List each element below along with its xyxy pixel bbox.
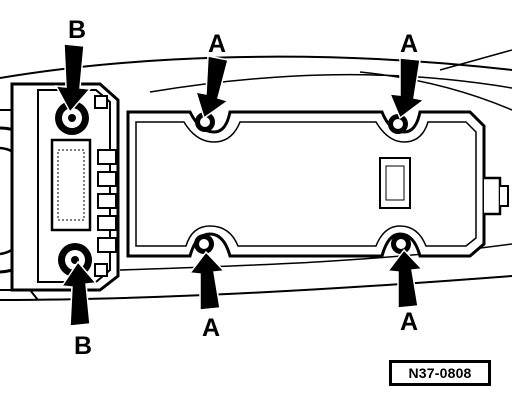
bolt-a-bottom-left: [194, 234, 214, 254]
vehicle-body-contours: [0, 49, 512, 301]
arrow-a-bottom-left: [188, 250, 226, 311]
label-a-top-right: A: [400, 30, 418, 58]
arrow-b-top: [54, 43, 92, 114]
label-b-bottom: B: [74, 332, 92, 360]
reference-number: N37-0808: [389, 360, 491, 386]
arrow-a-top-right: [388, 57, 426, 120]
label-a-bottom-left: A: [202, 314, 220, 342]
label-b-top: B: [68, 16, 86, 44]
arrow-a-bottom-right: [386, 248, 424, 309]
arrow-a-top-left: [194, 55, 230, 120]
label-a-top-left: A: [208, 30, 226, 58]
label-a-bottom-right: A: [400, 308, 418, 336]
control-unit-housing: [126, 110, 509, 258]
bolt-b-top: [55, 101, 89, 135]
bolt-a-top-left: [195, 112, 215, 132]
arrow-b-bottom: [60, 260, 98, 327]
bolt-a-top-right: [388, 114, 408, 134]
bolt-a-bottom-right: [391, 234, 411, 254]
mounting-bracket: [10, 82, 120, 292]
